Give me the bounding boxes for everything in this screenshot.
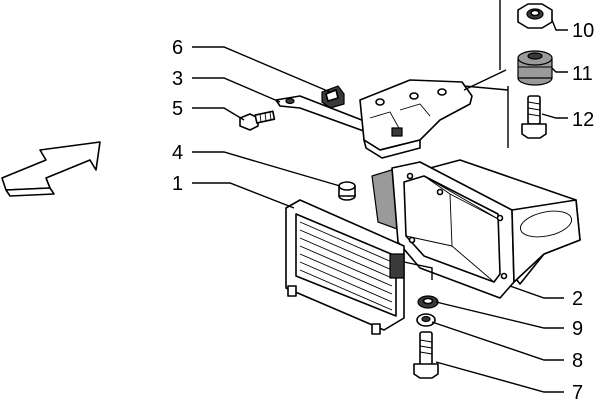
bolt-part-12 xyxy=(521,95,547,139)
heat-exchanger-fins xyxy=(299,221,393,311)
washer-part-8 xyxy=(416,313,436,327)
callout-12: 12 xyxy=(572,109,594,131)
nut-part-10 xyxy=(517,3,553,29)
callout-10: 10 xyxy=(572,20,594,42)
callout-3: 3 xyxy=(172,68,183,90)
heat-exchanger-part-1 xyxy=(285,199,405,335)
cap-part-4 xyxy=(338,181,356,201)
callout-8: 8 xyxy=(572,350,583,372)
callout-4: 4 xyxy=(172,142,183,164)
callout-9: 9 xyxy=(572,318,583,340)
callout-1: 1 xyxy=(172,173,183,195)
mounting-bracket xyxy=(359,79,473,159)
housing-duct-part-2 xyxy=(371,159,581,299)
leader-housing-to-washer xyxy=(403,261,433,280)
direction-arrow xyxy=(1,141,101,197)
callout-5: 5 xyxy=(172,98,183,120)
callout-2: 2 xyxy=(572,288,583,310)
leader-bracket-to-hardware-2 xyxy=(463,85,509,91)
bolt-part-7 xyxy=(413,331,439,379)
callout-11: 11 xyxy=(572,63,593,85)
leader-lines xyxy=(192,19,568,393)
bushing-part-11 xyxy=(517,50,553,86)
callout-6: 6 xyxy=(172,37,183,59)
callout-7: 7 xyxy=(572,382,583,403)
screw-part-5 xyxy=(239,110,276,131)
washer-part-9 xyxy=(417,295,439,309)
